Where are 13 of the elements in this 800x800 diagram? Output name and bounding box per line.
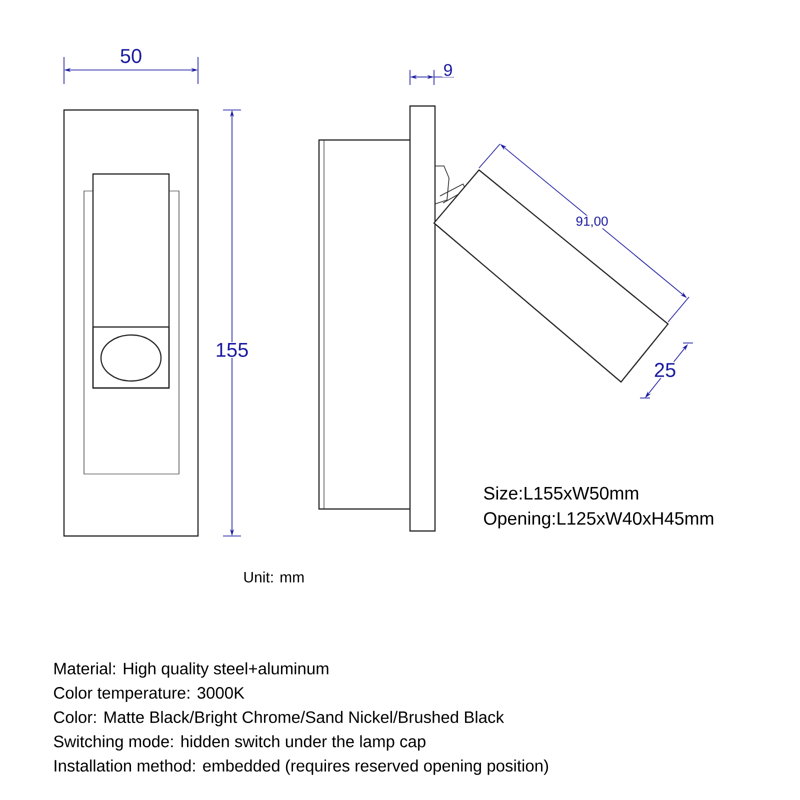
spec-text: Switching mode: hidden switch under the lamp cap bbox=[54, 735, 426, 751]
dimension-label: 91,00 bbox=[574, 216, 610, 228]
dimension-label: 25 bbox=[652, 362, 678, 378]
dimension-label: 155 bbox=[214, 342, 250, 358]
spec-text: Color temperature: 3000K bbox=[54, 686, 244, 702]
dimension-label: 50 bbox=[118, 48, 144, 64]
unit-note: Unit: mm bbox=[244, 572, 304, 582]
spec-text: Installation method: embedded (requires reserved opening position) bbox=[54, 760, 548, 775]
spec-text: Color: Matte Black/Bright Chrome/Sand Nickel/Brushed Black bbox=[54, 710, 504, 726]
dimension-label: 9 bbox=[442, 62, 454, 78]
spec-text: Material: High quality steel+aluminum bbox=[54, 662, 328, 678]
spec-text: Opening:L125xW40xH45mm bbox=[484, 512, 714, 528]
spec-text: Size:L155xW50mm bbox=[484, 486, 638, 500]
